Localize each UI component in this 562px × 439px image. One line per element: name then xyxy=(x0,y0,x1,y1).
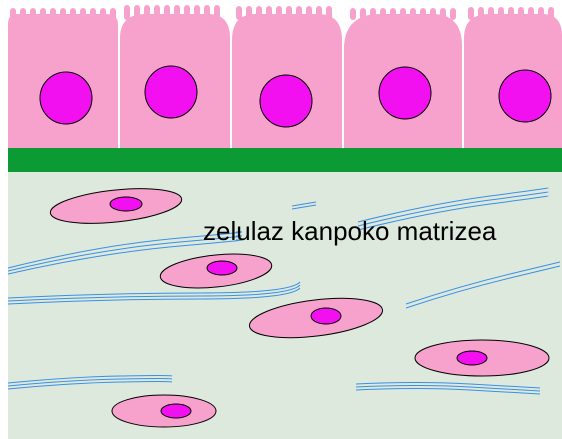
microvillus xyxy=(90,8,96,20)
microvillus xyxy=(164,5,170,20)
extracellular-matrix-label: zelulaz kanpoko matrizea xyxy=(203,218,496,244)
microvillus xyxy=(174,5,180,20)
nucleus xyxy=(40,72,92,124)
microvillus xyxy=(316,6,322,20)
microvillus xyxy=(488,7,494,20)
microvillus xyxy=(204,5,210,20)
epithelium xyxy=(8,5,562,148)
microvillus xyxy=(400,8,406,20)
nucleus xyxy=(260,75,312,127)
fibroblast-nucleus xyxy=(110,197,142,211)
nucleus xyxy=(145,66,197,118)
microvillus xyxy=(518,7,524,20)
microvillus xyxy=(214,5,220,20)
microvillus xyxy=(256,6,262,20)
nucleus xyxy=(499,70,551,122)
microvillus xyxy=(440,8,446,20)
fibroblast xyxy=(112,395,216,427)
microvillus xyxy=(548,7,554,20)
microvillus xyxy=(124,5,130,20)
microvillus xyxy=(236,6,242,20)
microvillus xyxy=(430,8,436,20)
microvillus xyxy=(306,6,312,20)
microvillus xyxy=(20,8,26,20)
microvillus xyxy=(528,7,534,20)
fibroblast-nucleus xyxy=(457,351,487,365)
fibroblast-nucleus xyxy=(311,308,341,324)
microvillus xyxy=(498,7,504,20)
microvillus xyxy=(144,5,150,20)
microvillus xyxy=(80,8,86,20)
microvillus xyxy=(390,8,396,20)
microvillus xyxy=(50,8,56,20)
nucleus xyxy=(379,67,431,119)
microvillus xyxy=(410,8,416,20)
microvillus xyxy=(420,8,426,20)
microvillus xyxy=(194,5,200,20)
microvillus xyxy=(350,8,356,20)
microvillus xyxy=(184,5,190,20)
microvillus xyxy=(70,8,76,20)
microvillus xyxy=(468,7,474,20)
microvillus xyxy=(370,8,376,20)
microvillus xyxy=(154,5,160,20)
microvillus xyxy=(60,8,66,20)
microvillus xyxy=(266,6,272,20)
microvillus xyxy=(296,6,302,20)
microvillus xyxy=(450,8,456,20)
microvillus xyxy=(246,6,252,20)
fibroblast-nucleus xyxy=(207,261,237,275)
microvillus xyxy=(326,6,332,20)
microvillus xyxy=(538,7,544,20)
microvillus xyxy=(40,8,46,20)
microvillus xyxy=(508,7,514,20)
microvillus xyxy=(110,8,116,20)
microvillus xyxy=(134,5,140,20)
microvillus xyxy=(360,8,366,20)
microvillus xyxy=(286,6,292,20)
microvillus xyxy=(100,8,106,20)
microvillus xyxy=(10,8,16,20)
microvillus xyxy=(30,8,36,20)
microvillus xyxy=(276,6,282,20)
fibroblast xyxy=(415,340,549,376)
fibroblast-nucleus xyxy=(161,404,191,418)
microvillus xyxy=(380,8,386,20)
microvillus xyxy=(478,7,484,20)
basement-membrane xyxy=(8,148,562,172)
